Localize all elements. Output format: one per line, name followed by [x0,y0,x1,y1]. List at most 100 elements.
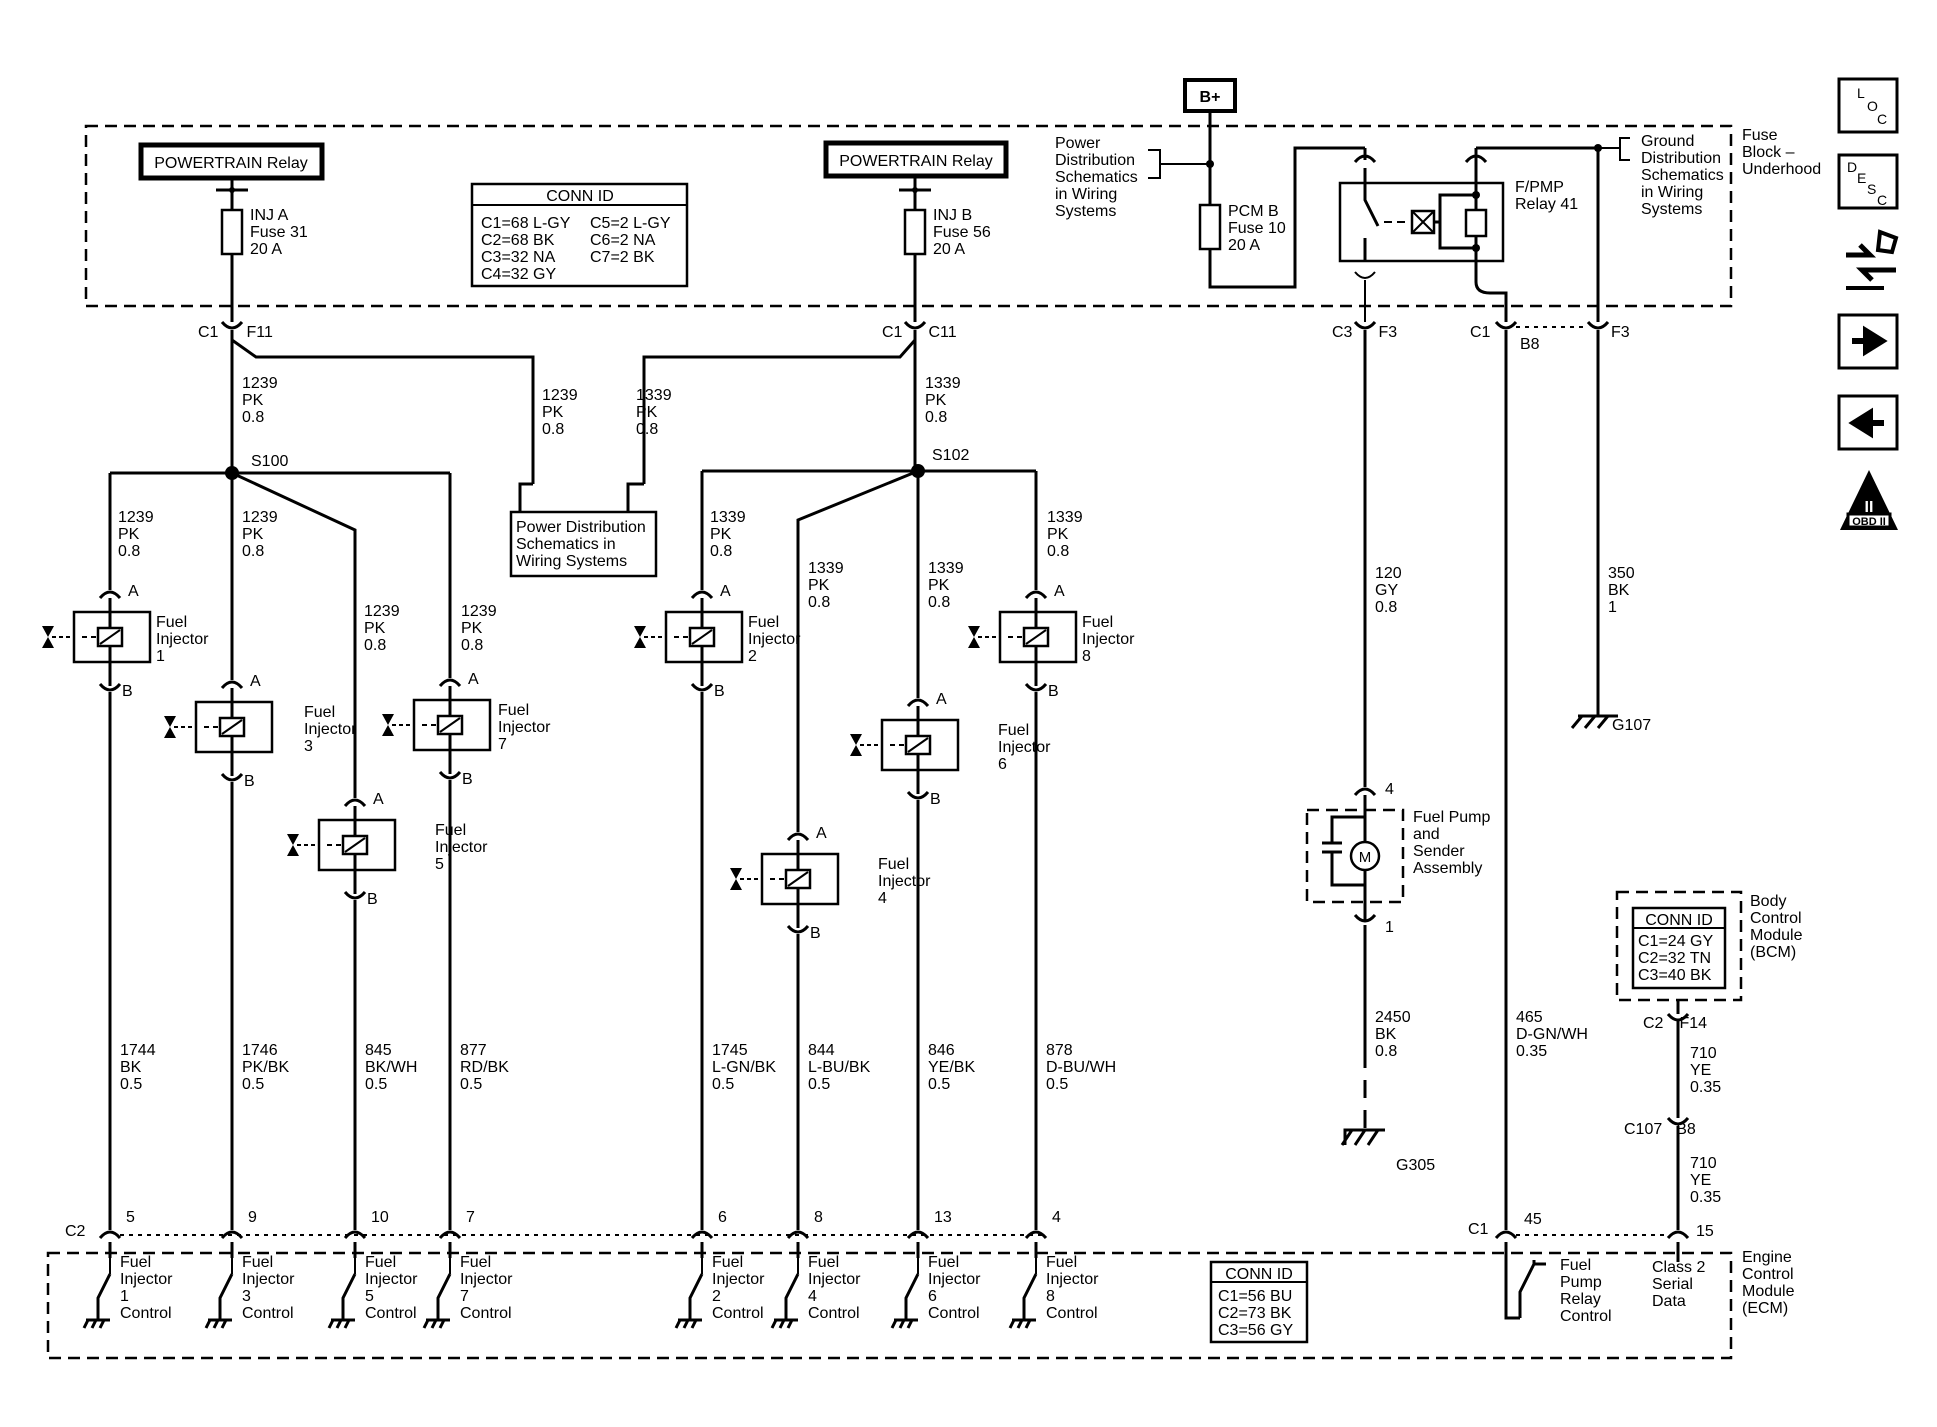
svg-text:Schematics: Schematics [1641,167,1724,184]
svg-text:Injector: Injector [748,631,801,648]
svg-text:1339: 1339 [808,560,844,577]
svg-text:YE: YE [1690,1062,1711,1079]
svg-text:Fuse 56: Fuse 56 [933,224,991,241]
svg-text:1: 1 [1608,599,1617,616]
ecm-pin: 10 [371,1209,389,1226]
svg-text:Fuel: Fuel [1046,1254,1077,1271]
svg-text:C2=68 BK: C2=68 BK [481,232,555,249]
ecm-pin: 8 [814,1209,823,1226]
ground-g305-symbol [1340,1128,1385,1146]
fuse-inj-b [903,208,927,256]
ecm-pin: 7 [466,1209,475,1226]
svg-text:C4=32 GY: C4=32 GY [481,266,556,283]
svg-text:Module: Module [1742,1283,1795,1300]
svg-text:1745: 1745 [712,1042,748,1059]
svg-text:INJ B: INJ B [933,207,972,224]
svg-text:RD/BK: RD/BK [460,1059,509,1076]
svg-text:Systems: Systems [1641,201,1702,218]
svg-text:BK: BK [1375,1026,1397,1043]
svg-text:Fuel: Fuel [928,1254,959,1271]
injector-pin-a: A [250,673,261,690]
svg-text:20 A: 20 A [250,241,282,258]
svg-text:in Wiring: in Wiring [1641,184,1703,201]
svg-text:Fuse 31: Fuse 31 [250,224,308,241]
ecm-pin: 6 [718,1209,727,1226]
svg-text:(BCM): (BCM) [1750,944,1796,961]
svg-text:1744: 1744 [120,1042,156,1059]
svg-text:C1=68 L-GY: C1=68 L-GY [481,215,571,232]
svg-text:1239: 1239 [542,387,578,404]
svg-text:0.8: 0.8 [1047,543,1069,560]
svg-text:844: 844 [808,1042,835,1059]
injector-pin-b: B [930,791,941,808]
svg-text:Fuse 10: Fuse 10 [1228,220,1286,237]
splice-s100-label: S100 [251,453,288,470]
obd-ii-icon[interactable]: II OBD II [1840,470,1898,530]
svg-text:Control: Control [1046,1305,1098,1322]
svg-text:710: 710 [1690,1155,1717,1172]
svg-text:D: D [1847,159,1857,175]
svg-text:C3=40 BK: C3=40 BK [1638,967,1712,984]
svg-text:Injector: Injector [242,1271,295,1288]
svg-text:0.5: 0.5 [928,1076,950,1093]
ecm-pin-15: 15 [1696,1223,1714,1240]
svg-text:GY: GY [1375,582,1398,599]
injector-pin-b: B [714,683,725,700]
svg-text:Fuel: Fuel [156,614,187,631]
svg-text:0.8: 0.8 [636,421,658,438]
svg-text:Fuel: Fuel [712,1254,743,1271]
svg-text:0.5: 0.5 [365,1076,387,1093]
svg-text:4: 4 [878,890,887,907]
svg-text:Injector: Injector [928,1271,981,1288]
svg-text:D-GN/WH: D-GN/WH [1516,1026,1588,1043]
svg-text:OBD II: OBD II [1852,516,1886,528]
svg-text:Pump: Pump [1560,1274,1602,1291]
svg-text:C: C [1877,111,1887,127]
location-button[interactable]: L O C [1837,77,1899,134]
svg-text:Sender: Sender [1413,843,1465,860]
svg-text:0.8: 0.8 [1375,1043,1397,1060]
svg-text:Relay 41: Relay 41 [1515,196,1578,213]
tools-icon[interactable] [1846,229,1899,290]
next-arrow-icon[interactable] [1837,313,1899,370]
injector-pin-a: A [816,825,827,842]
svg-text:Control: Control [712,1305,764,1322]
svg-text:7: 7 [460,1288,469,1305]
svg-text:Fuel: Fuel [460,1254,491,1271]
svg-text:PK: PK [1047,526,1069,543]
svg-text:Injector: Injector [120,1271,173,1288]
description-button[interactable]: D E S C [1837,153,1899,210]
connector-c2-ecm: C2 [65,1223,86,1240]
previous-arrow-icon[interactable] [1837,394,1899,451]
ecm-pin: 5 [126,1209,135,1226]
svg-text:1339: 1339 [1047,509,1083,526]
svg-text:0.8: 0.8 [118,543,140,560]
svg-text:PK: PK [710,526,732,543]
svg-text:Injector: Injector [712,1271,765,1288]
injector-pin-a: A [1054,583,1065,600]
svg-text:Wiring Systems: Wiring Systems [516,553,627,570]
svg-text:1239: 1239 [461,603,497,620]
ecm-pin: 13 [934,1209,952,1226]
splice-s102-label: S102 [932,447,969,464]
svg-text:Data: Data [1652,1293,1686,1310]
injector-pin-a: A [373,791,384,808]
svg-text:0.35: 0.35 [1690,1079,1721,1096]
svg-text:Power: Power [1055,135,1101,152]
